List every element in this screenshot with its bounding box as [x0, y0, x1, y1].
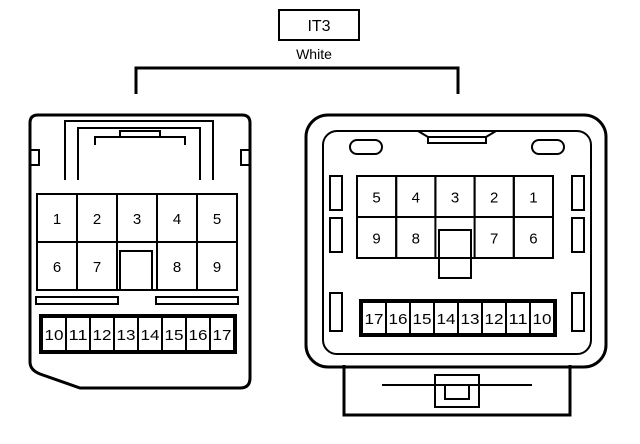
right-terminal-pin: 10 [533, 311, 552, 328]
right-terminal-pin: 2 [490, 190, 498, 207]
left-terminal-pin: 10 [45, 327, 64, 344]
connector-code: IT3 [307, 18, 330, 35]
connector-color: White [296, 46, 332, 62]
left-terminal-pin: 8 [173, 259, 181, 276]
left-terminal-pin: 11 [69, 327, 88, 344]
right-terminal-cell [395, 216, 437, 259]
view-bracket [134, 66, 460, 94]
right-terminal-pin: 7 [490, 231, 498, 248]
connector-code-box [278, 9, 360, 41]
left-lower-terminal-block [39, 314, 237, 354]
right-terminal-pin: 8 [412, 231, 420, 248]
right-lower-terminal-block [359, 299, 557, 337]
right-terminal-pin: 1 [529, 190, 537, 207]
right-terminal-grid: 5 4 3 2 1 9 8 7 6 17 16 15 14 13 12 11 10 [356, 175, 557, 337]
left-terminal-pin: 14 [141, 327, 160, 344]
right-terminal-pin: 11 [509, 311, 528, 328]
left-connector [28, 113, 252, 390]
right-terminal-cell [512, 216, 554, 259]
left-terminal-pin: 13 [117, 327, 136, 344]
right-terminal-cell [529, 301, 555, 335]
right-key-slot [438, 229, 472, 279]
left-terminal-pin: 12 [93, 327, 112, 344]
left-terminal-pin: 2 [93, 211, 101, 228]
left-terminal-cell [209, 316, 235, 352]
right-connector [304, 113, 608, 417]
right-terminal-pin: 15 [413, 311, 432, 328]
right-terminal-pin: 5 [372, 190, 380, 207]
right-terminal-pin: 9 [372, 231, 380, 248]
right-terminal-pin: 17 [365, 311, 384, 328]
left-terminal-pin: 16 [189, 327, 208, 344]
right-terminal-pin: 6 [529, 231, 537, 248]
left-terminal-pin: 1 [53, 211, 61, 228]
left-terminal-pin: 4 [173, 211, 181, 228]
right-terminal-pin: 3 [451, 190, 459, 207]
left-terminal-cell [76, 241, 118, 291]
right-terminal-pin: 4 [412, 190, 420, 207]
left-terminal-pin: 5 [213, 211, 221, 228]
left-terminal-pin: 7 [93, 259, 101, 276]
right-terminal-pin: 13 [461, 311, 480, 328]
left-terminal-pin: 17 [213, 327, 232, 344]
right-terminal-pin: 14 [437, 311, 456, 328]
left-terminal-pin: 15 [165, 327, 184, 344]
left-terminal-cell [196, 241, 238, 291]
left-terminal-pin: 9 [213, 259, 221, 276]
right-terminal-pin: 16 [389, 311, 408, 328]
left-terminal-pin: 3 [133, 211, 141, 228]
left-key-slot [119, 250, 153, 291]
right-terminal-pin: 12 [485, 311, 504, 328]
left-terminal-pin: 6 [53, 259, 61, 276]
